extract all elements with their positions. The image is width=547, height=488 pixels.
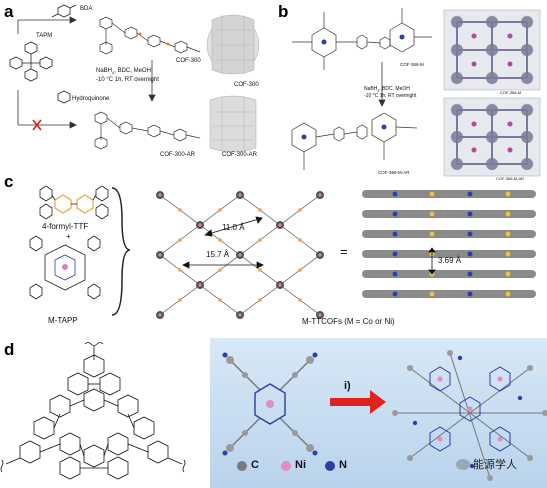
legend-ni-label: Ni	[295, 459, 306, 471]
hydroquinone-molecule	[57, 90, 71, 104]
panel-c-label: c	[4, 172, 14, 191]
b-arrow	[378, 62, 386, 107]
legend-ni-sphere	[281, 461, 291, 471]
a-cond-reagent: NaBH	[96, 68, 113, 74]
cof300-model-label: COF-300	[234, 82, 259, 88]
panel-d: d	[0, 338, 190, 488]
cross-icon	[32, 119, 42, 131]
b-conditions-2: -10 °C 1h, RT overnight	[364, 93, 417, 99]
ttf-molecule	[39, 185, 109, 220]
watermark-text: 能源学人	[473, 458, 517, 471]
panel-b: b	[272, 0, 547, 185]
porphyrin-monomer	[222, 352, 318, 456]
panel-a-label: a	[4, 2, 14, 21]
b-cond-rest: , BDC, MeOH	[379, 86, 410, 92]
cof300ar-structure	[94, 111, 201, 150]
mtapp-label: M-TAPP	[48, 316, 78, 325]
a-cond-sub: 4	[112, 70, 115, 76]
ttcof-lattice	[156, 191, 324, 319]
watermark: 能源学人	[456, 456, 517, 472]
tapp-molecule	[29, 235, 101, 300]
legend-spheres	[237, 461, 335, 471]
cof366mar-label: COF-366-M-AR	[378, 170, 410, 175]
cof300-model	[206, 14, 260, 75]
tapm-label: TAPM	[36, 33, 53, 39]
panel-c-scheme	[29, 185, 536, 319]
cof366m-model-label: COF-366-M	[500, 90, 522, 95]
dist-369-label: 3.69 Å	[438, 256, 462, 265]
dist-11-label: 11.0 Å	[222, 223, 245, 232]
reaction-arrow	[330, 390, 386, 414]
dist-15-label: 15.7 Å	[206, 250, 230, 259]
panel-a-scheme	[9, 4, 260, 153]
legend-c-label: C	[251, 459, 259, 471]
panel-c: c	[0, 170, 547, 330]
panel-a: a	[0, 0, 270, 165]
panel-b-label: b	[278, 2, 289, 21]
cof300-struct-label: COF-300	[176, 58, 201, 64]
b-cond-reagent: NaBH	[364, 86, 378, 92]
legend-n-label: N	[339, 459, 347, 471]
panel-e: e i) C Ni N 能源学人	[210, 338, 547, 488]
cof366mar-structure	[291, 112, 418, 170]
cof366m-model	[443, 9, 541, 91]
stacked-layers	[362, 190, 536, 298]
legend-c-sphere	[237, 461, 247, 471]
panel-b-scheme	[291, 8, 541, 177]
scheme-arrows	[17, 16, 156, 129]
a-conditions-2: -10 °C 1h, RT overnight	[96, 77, 159, 83]
hydroquinone-label: Hydroquinone	[72, 96, 110, 102]
a-cond-rest: , BDC, MeOH	[114, 68, 151, 74]
cof366m-label: COF-366-M	[400, 62, 424, 67]
cof300ar-model	[209, 95, 257, 153]
cof300ar-model-label: COF-300-AR	[222, 152, 258, 158]
equals-sign: =	[340, 244, 348, 259]
cof366mar-model	[443, 97, 541, 177]
cof366m-structure	[292, 8, 432, 70]
polymer-network	[392, 350, 547, 481]
panel-d-structure	[0, 342, 186, 480]
a-conditions-1: NaBH4, BDC, MeOH	[96, 68, 151, 75]
bda-molecule	[51, 4, 77, 18]
cof366mar-model-label: COF-366-M-AR	[496, 176, 525, 181]
bda-label: BDA	[80, 6, 93, 12]
b-conditions-1: NaBH4, BDC, MeOH	[364, 86, 410, 93]
ttcof-caption: M-TTCOFs (M = Co or Ni)	[302, 317, 395, 326]
panel-d-label: d	[4, 340, 15, 359]
ttf-label: 4-formyl-TTF	[42, 222, 89, 231]
legend-n-sphere	[325, 461, 335, 471]
tapm-molecule	[9, 41, 53, 82]
b-cond-sub: 4	[377, 89, 380, 93]
panel-e-background	[210, 338, 547, 488]
plus-sign: +	[66, 232, 71, 241]
wechat-icon	[456, 458, 470, 470]
cof300ar-struct-label: COF-300-AR	[160, 152, 196, 158]
brace	[111, 187, 131, 316]
cof300-structure	[99, 16, 201, 55]
arrow-label: i)	[344, 380, 351, 392]
dimension-arrows	[182, 216, 264, 269]
